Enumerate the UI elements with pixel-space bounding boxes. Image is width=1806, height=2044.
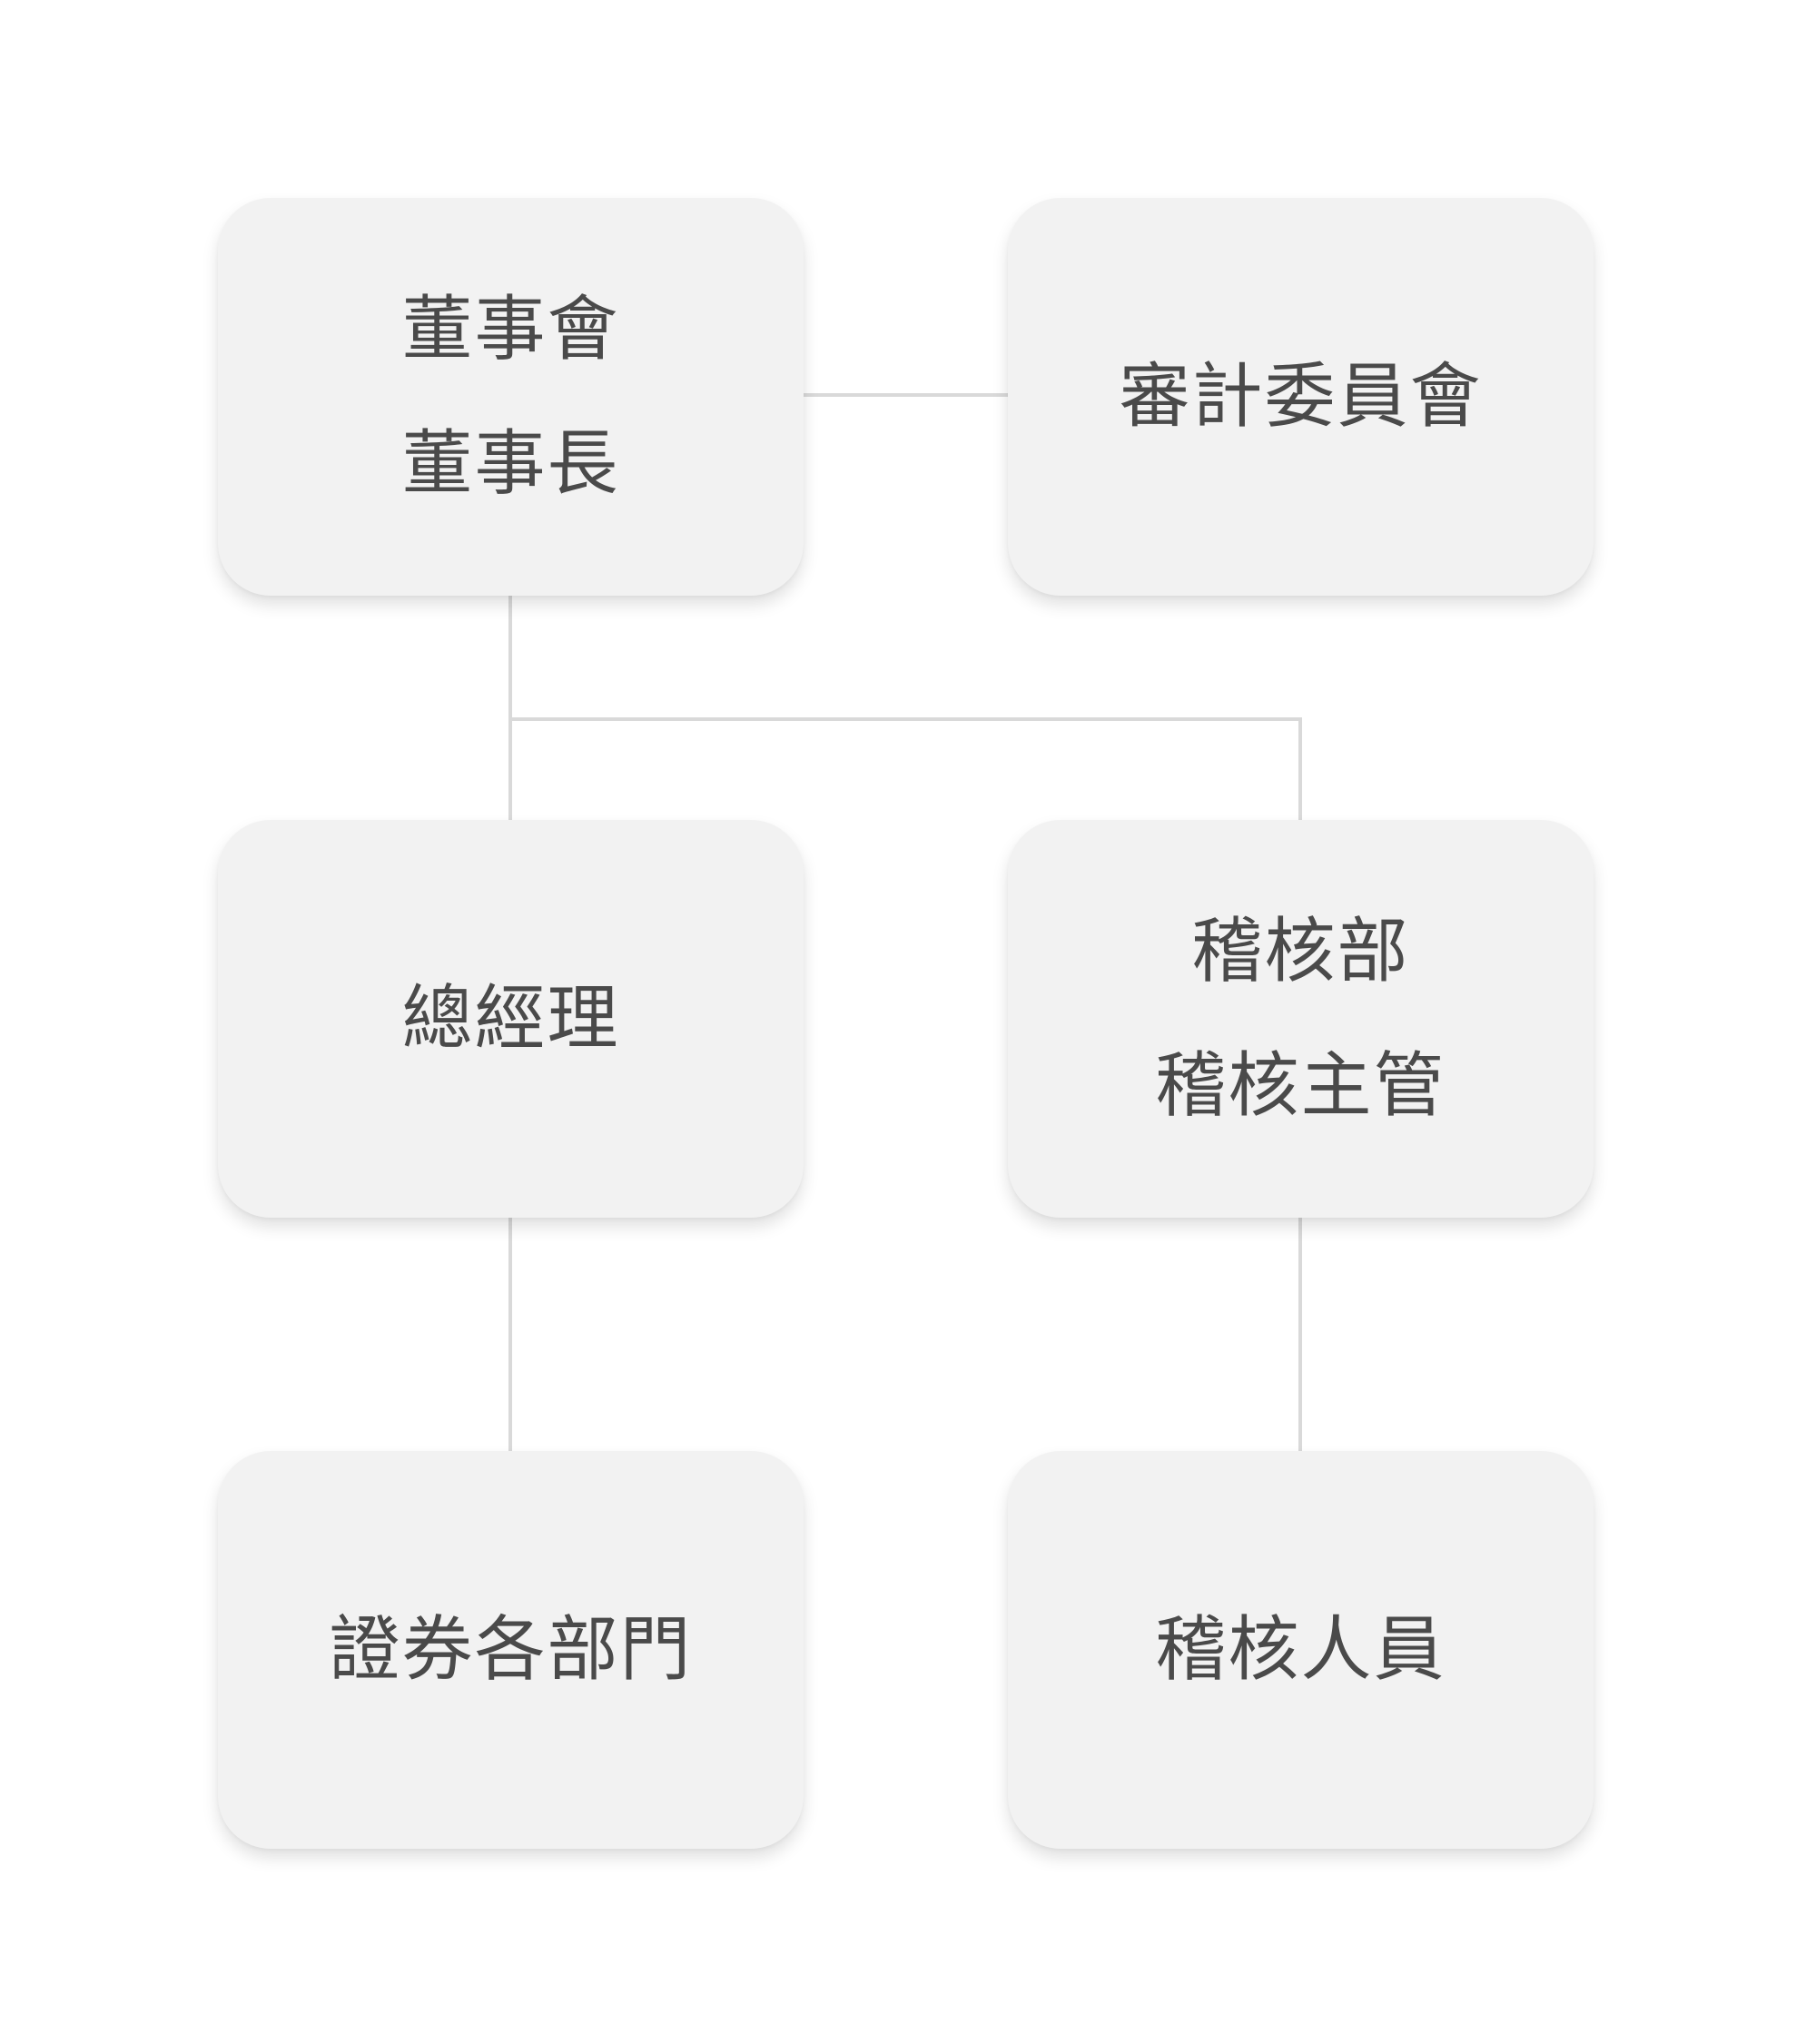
node-general-manager-line-1: 總經理 bbox=[401, 978, 620, 1060]
node-securities-departments-line-1: 證券各部門 bbox=[329, 1609, 693, 1691]
node-audit-staff-line-1: 稽核人員 bbox=[1155, 1609, 1446, 1691]
node-audit-department-line-1: 稽核部 bbox=[1191, 911, 1410, 992]
node-audit-committee: 審計委員會 bbox=[1008, 198, 1594, 596]
node-audit-department: 稽核部 稽核主管 bbox=[1008, 820, 1594, 1218]
node-securities-departments: 證券各部門 bbox=[218, 1451, 804, 1849]
node-audit-staff: 稽核人員 bbox=[1008, 1451, 1594, 1849]
node-board: 董事會 董事長 bbox=[218, 198, 804, 596]
node-audit-department-line-2: 稽核主管 bbox=[1155, 1045, 1446, 1127]
edge-board-to-audit-department bbox=[510, 717, 1302, 820]
node-board-line-2: 董事長 bbox=[401, 423, 620, 505]
node-board-line-1: 董事會 bbox=[401, 289, 620, 370]
node-audit-committee-line-1: 審計委員會 bbox=[1119, 356, 1483, 438]
node-general-manager: 總經理 bbox=[218, 820, 804, 1218]
